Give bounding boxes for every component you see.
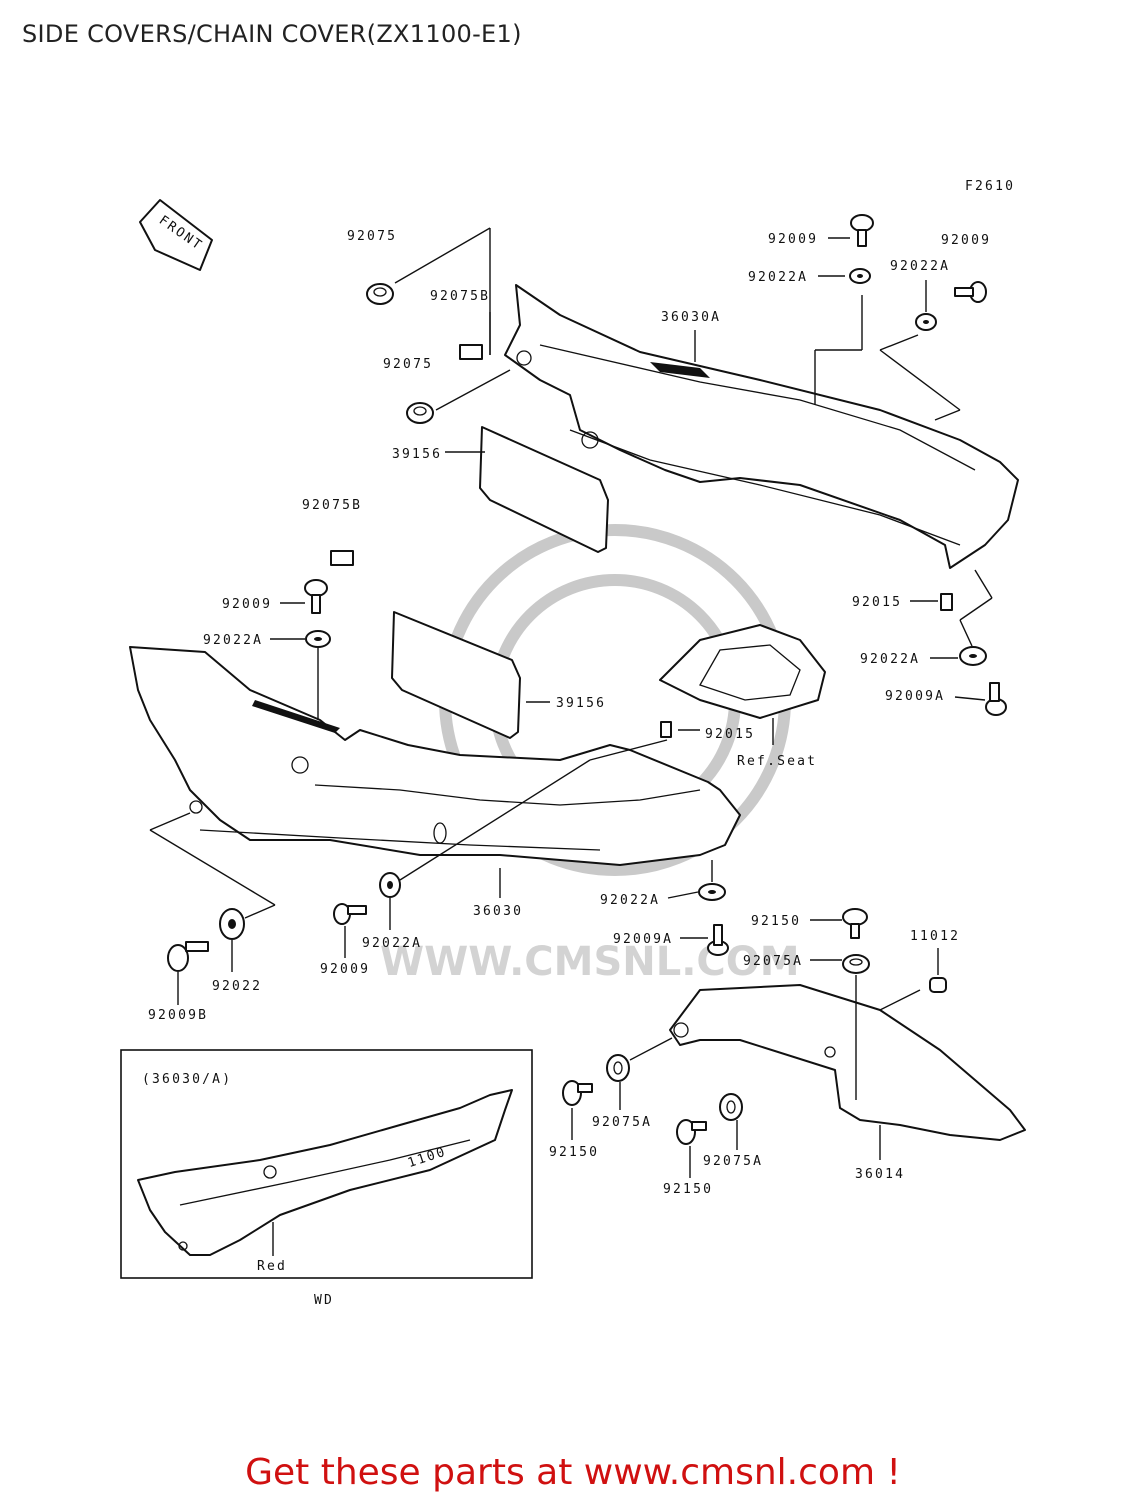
page-title: SIDE COVERS/CHAIN COVER(ZX1100-E1) xyxy=(22,20,522,48)
bolt-92009b-icon xyxy=(167,941,209,972)
washer-92022a-right-icon xyxy=(959,646,987,666)
collar-11012-icon xyxy=(929,977,947,993)
part-label: 92150 xyxy=(751,914,801,929)
inset-36030a: (36030/A) 1100 Red xyxy=(120,1049,533,1279)
bolt-92009-left-icon xyxy=(304,579,328,614)
promo-banner[interactable]: Get these parts at www.cmsnl.com ! xyxy=(245,1452,901,1493)
part-label: 92009B xyxy=(148,1008,208,1023)
part-label: 92009 xyxy=(768,232,818,247)
part-label: 92009A xyxy=(885,689,945,704)
grommet-92075a-top-icon xyxy=(842,954,870,974)
ref-seat-label: Ref.Seat xyxy=(737,754,817,769)
bolt-92009-bot-icon xyxy=(333,903,367,925)
part-label: 11012 xyxy=(910,929,960,944)
bolt-92009a-right-icon xyxy=(985,682,1007,716)
part-label: 92022A xyxy=(203,633,263,648)
part-label: 36014 xyxy=(855,1167,905,1182)
clip-92015-mid-icon xyxy=(660,721,672,738)
grommet-92075-mid-icon xyxy=(406,402,434,424)
bolt-92009a-bot-icon xyxy=(707,924,729,956)
part-label: 92150 xyxy=(663,1182,713,1197)
part-label: 92022A xyxy=(362,936,422,951)
inset-caption: WD xyxy=(314,1293,334,1308)
part-label: 92009 xyxy=(941,233,991,248)
part-label: 92009 xyxy=(320,962,370,977)
pad-92075b-left-icon xyxy=(330,550,354,566)
washer-92022a-left-icon xyxy=(305,630,331,648)
part-label: 92075B xyxy=(302,498,362,513)
figure-code: F2610 xyxy=(965,179,1015,194)
plate-39156-middle xyxy=(391,611,521,739)
chain-cover-36014 xyxy=(669,984,1026,1141)
grommet-92075a-a-icon xyxy=(606,1054,630,1082)
part-label: 39156 xyxy=(392,447,442,462)
clip-92015-right-icon xyxy=(940,593,953,611)
washer-92022a-tr1-icon xyxy=(849,268,871,284)
bolt-92009-tr1-icon xyxy=(850,214,874,247)
part-label: 92075 xyxy=(347,229,397,244)
part-label: 92009 xyxy=(222,597,272,612)
washer-92022a-tr2-icon xyxy=(915,313,937,331)
plate-39156-upper xyxy=(479,426,609,553)
grommet-92075-top-icon xyxy=(366,283,394,305)
part-label: 92009A xyxy=(613,932,673,947)
leader-lines xyxy=(149,227,993,1178)
front-arrow-icon: FRONT xyxy=(139,199,213,271)
pad-92075b-top-icon xyxy=(459,344,483,360)
washer-92022-icon xyxy=(219,908,245,940)
part-label: 92022A xyxy=(600,893,660,908)
part-label: 92075A xyxy=(592,1115,652,1130)
part-label: 36030 xyxy=(473,904,523,919)
grommet-92075a-b-icon xyxy=(719,1093,743,1121)
side-cover-36030 xyxy=(129,646,741,866)
screw-92150-a-icon xyxy=(562,1080,593,1106)
side-cover-36030a xyxy=(504,284,1019,569)
inset-note: Red xyxy=(257,1259,287,1274)
part-label: 92022A xyxy=(890,259,950,274)
part-label: 92150 xyxy=(549,1145,599,1160)
screw-92150-top-icon xyxy=(842,908,868,939)
bolt-92009-tr2-icon xyxy=(954,281,987,303)
part-label: 39156 xyxy=(556,696,606,711)
part-label: 36030A xyxy=(661,310,721,325)
part-label: 92015 xyxy=(852,595,902,610)
part-label: 92075A xyxy=(703,1154,763,1169)
inset-title: (36030/A) xyxy=(142,1072,232,1087)
part-label: 92075B xyxy=(430,289,490,304)
part-label: 92022A xyxy=(748,270,808,285)
screw-92150-b-icon xyxy=(676,1119,707,1145)
part-label: 92022A xyxy=(860,652,920,667)
washer-92022a-bot-icon xyxy=(379,872,401,898)
part-label: 92022 xyxy=(212,979,262,994)
part-label: 92075 xyxy=(383,357,433,372)
watermark-text: WWW.CMSNL.COM xyxy=(380,939,800,985)
part-label: 92075A xyxy=(743,954,803,969)
part-label: 92015 xyxy=(705,727,755,742)
washer-92022a-lower-icon xyxy=(698,883,726,901)
seat-tray xyxy=(659,624,826,719)
